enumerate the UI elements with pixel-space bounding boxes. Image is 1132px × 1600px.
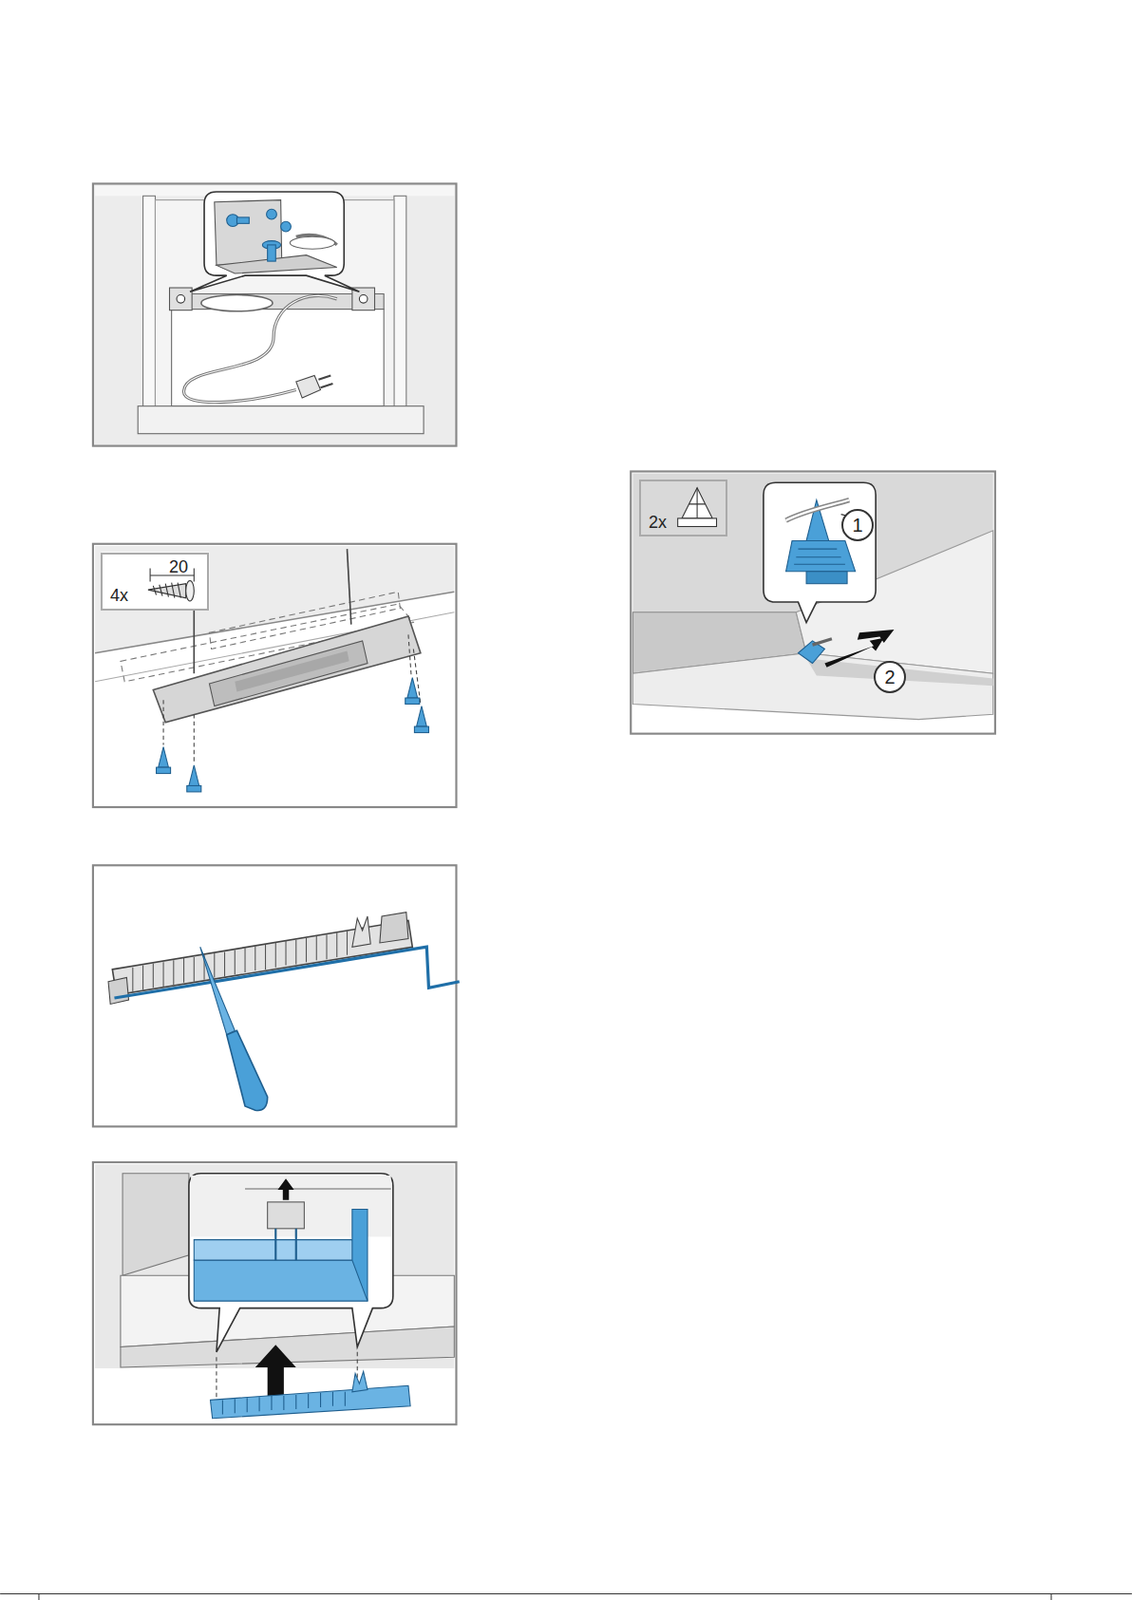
quantity-label: 2x	[648, 513, 667, 531]
figure-cable-clip	[630, 471, 996, 734]
clip-count-box: 2x	[639, 479, 728, 537]
page-rule	[0, 1594, 1132, 1600]
callout-number: 1	[851, 515, 863, 535]
figure-cut-strip	[93, 865, 460, 1127]
figure-insert-strip	[93, 1162, 457, 1425]
callout-number: 2	[873, 660, 906, 694]
figure-mounting-screws	[93, 544, 457, 808]
callout-number: 1	[841, 509, 874, 542]
quantity-label: 4x	[110, 586, 129, 604]
dimension-label: 20	[169, 558, 189, 576]
screw-spec-box: 20 4x	[100, 552, 209, 611]
figure-hood-in-cabinet	[93, 183, 457, 446]
callout-number: 2	[884, 667, 895, 687]
